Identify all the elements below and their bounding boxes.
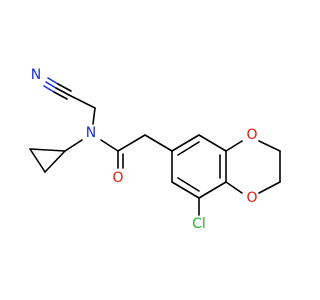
bond-carbonyl-ch2 bbox=[117, 134, 146, 152]
bond-cyclopropyl-2 bbox=[29, 148, 46, 173]
bond-n-cyclopropyl bbox=[64, 139, 83, 152]
chlorine-label: Cl bbox=[192, 216, 206, 232]
bond-nitrile-triple-2 bbox=[47, 77, 59, 85]
bond-ch2-n bbox=[92, 107, 96, 125]
bond-nitrile-triple-3b bbox=[53, 91, 68, 100]
bond-nitrile-triple-3 bbox=[43, 85, 55, 93]
bond-ring-2 bbox=[198, 134, 227, 152]
bond-ch2-o-bottom bbox=[258, 181, 281, 194]
bond-cyclopropyl-3 bbox=[44, 150, 66, 173]
bond-ring-1-inner bbox=[177, 141, 200, 156]
nitrile-group bbox=[43, 77, 96, 125]
bond-ring-4 bbox=[198, 181, 227, 199]
nitrile-nitrogen-label: N bbox=[31, 67, 41, 83]
bond-ring-5 bbox=[171, 181, 200, 199]
cyclopropyl-ring bbox=[29, 148, 66, 173]
molecule-structure-diagram: N N O O O Cl bbox=[29, 67, 281, 232]
bond-ring-5-inner bbox=[177, 177, 200, 192]
bond-nitrile-triple-1b bbox=[55, 87, 70, 96]
ring-oxygen-top-label: O bbox=[246, 127, 257, 143]
bond-ring-1 bbox=[171, 134, 200, 152]
bond-n-carbonyl-c bbox=[100, 139, 119, 152]
ring-oxygen-bottom-label: O bbox=[246, 190, 257, 206]
bond-o-bottom-ring bbox=[225, 181, 243, 194]
bond-nitrile-triple-1 bbox=[45, 81, 57, 89]
carbonyl-oxygen-label: O bbox=[112, 170, 123, 186]
bond-ring-o-top bbox=[225, 140, 243, 152]
benzene-ring bbox=[171, 134, 227, 199]
amide-core bbox=[64, 134, 173, 169]
bond-ch2-ring bbox=[144, 134, 173, 152]
bond-o-top-ch2 bbox=[258, 140, 281, 152]
amide-nitrogen-label: N bbox=[86, 125, 96, 141]
bond-c-ch2 bbox=[68, 94, 96, 109]
dioxane-ring bbox=[225, 140, 281, 194]
bond-nitrile-triple-2b bbox=[57, 83, 72, 92]
bond-cyclopropyl-1 bbox=[29, 148, 66, 152]
